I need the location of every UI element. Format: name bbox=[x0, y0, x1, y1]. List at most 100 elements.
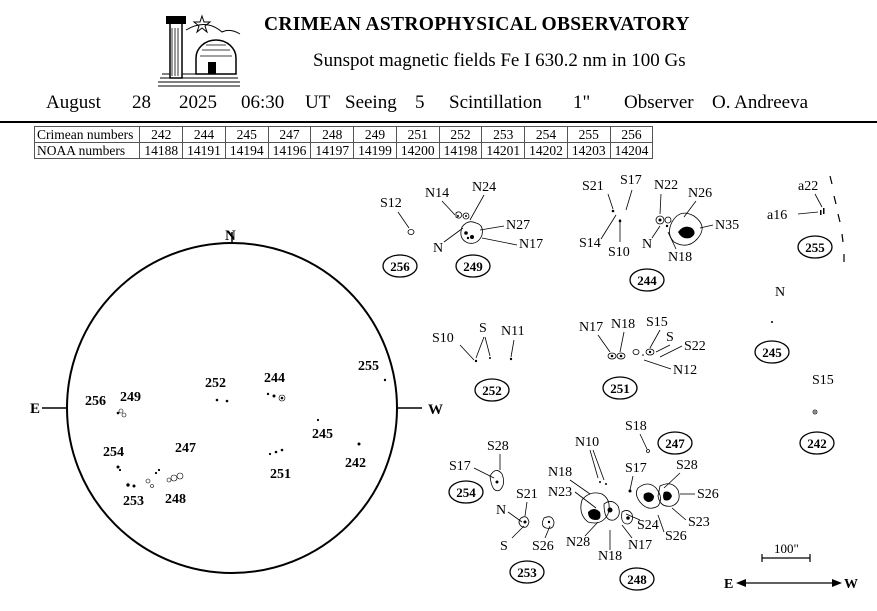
solar-disk: N E W 256 249 252 244 255 245 242 254 24… bbox=[30, 228, 443, 574]
disk-east-label: E bbox=[30, 401, 40, 417]
region-247: S18 247 bbox=[625, 419, 693, 455]
region-242: S15 242 bbox=[799, 373, 835, 455]
region-label: S26 bbox=[532, 539, 554, 554]
noaa-cell: 14204 bbox=[609, 142, 654, 159]
region-244: S21 S17 N22 N26 N35 S14 S10 N N18 244 bbox=[579, 173, 739, 292]
disk-label-245: 245 bbox=[312, 427, 333, 442]
noaa-cell: 14203 bbox=[566, 142, 611, 159]
region-id-256: 256 bbox=[390, 259, 410, 274]
region-248: N10 N18 N23 S17 S28 S26 S24 S23 S26 N28 … bbox=[548, 435, 719, 591]
region-label: N10 bbox=[575, 435, 599, 450]
region-label: S bbox=[666, 330, 674, 345]
region-252: S10 S N11 252 bbox=[432, 321, 525, 402]
header-divider bbox=[0, 121, 877, 123]
region-label: S28 bbox=[676, 458, 698, 473]
disk-label-253: 253 bbox=[123, 494, 144, 509]
disk-label-248: 248 bbox=[165, 492, 186, 507]
noaa-cell: 14198 bbox=[438, 142, 483, 159]
date-day: 28 bbox=[132, 92, 151, 113]
region-label: S17 bbox=[625, 461, 647, 476]
disk-north-label: N bbox=[225, 228, 236, 244]
region-label: N23 bbox=[548, 485, 572, 500]
noaa-row: NOAA numbers 14188 14191 14194 14196 141… bbox=[33, 142, 654, 159]
region-label: a16 bbox=[767, 208, 787, 223]
disk-label-247: 247 bbox=[175, 441, 196, 456]
region-id-242: 242 bbox=[807, 436, 827, 451]
region-label: S18 bbox=[625, 419, 647, 434]
region-label: S28 bbox=[487, 439, 509, 454]
region-251: N17 N18 S15 S S22 N12 251 bbox=[579, 315, 706, 400]
disk-label-242: 242 bbox=[345, 456, 366, 471]
region-id-248: 248 bbox=[627, 572, 647, 587]
disk-label-255: 255 bbox=[358, 359, 379, 374]
region-id-249: 249 bbox=[463, 259, 483, 274]
disk-label-251: 251 bbox=[270, 467, 291, 482]
disk-west-label: W bbox=[428, 402, 443, 418]
scintillation-label: Scintillation bbox=[449, 92, 542, 113]
disk-spot-marks bbox=[116, 378, 387, 488]
region-label: S23 bbox=[688, 515, 710, 530]
region-label: S bbox=[479, 321, 487, 336]
noaa-cell: 14199 bbox=[353, 142, 397, 159]
orientation-east-label: E bbox=[724, 577, 733, 592]
obs-time: 06:30 bbox=[241, 92, 285, 113]
region-id-255: 255 bbox=[805, 240, 825, 255]
region-label: N11 bbox=[501, 324, 525, 339]
scale-bar: 100" bbox=[761, 541, 811, 562]
page-subtitle: Sunspot magnetic fields Fe I 630.2 nm in… bbox=[313, 50, 686, 71]
scintillation-value: 1" bbox=[573, 92, 591, 113]
region-label: a22 bbox=[798, 179, 818, 194]
region-id-254: 254 bbox=[456, 485, 476, 500]
disk-label-256: 256 bbox=[85, 394, 106, 409]
crimean-cell: 245 bbox=[224, 126, 269, 143]
region-id-251: 251 bbox=[610, 381, 630, 396]
scale-label: 100" bbox=[774, 541, 799, 556]
noaa-cell: 14202 bbox=[524, 142, 568, 159]
crimean-cell: 248 bbox=[310, 126, 355, 143]
region-label: S17 bbox=[620, 173, 642, 188]
disk-label-249: 249 bbox=[120, 390, 141, 405]
crimean-label: Crimean numbers bbox=[33, 126, 141, 143]
seeing-label: Seeing bbox=[345, 92, 397, 113]
region-label: N bbox=[642, 237, 652, 252]
noaa-label: NOAA numbers bbox=[33, 142, 141, 159]
region-label: S10 bbox=[608, 245, 630, 260]
disk-label-252: 252 bbox=[205, 376, 226, 391]
region-255: a22 a16 255 bbox=[767, 175, 845, 262]
region-id-245: 245 bbox=[762, 345, 782, 360]
region-label: S15 bbox=[646, 315, 668, 330]
date-year: 2025 bbox=[179, 92, 217, 113]
region-id-247: 247 bbox=[665, 436, 685, 451]
orientation-west-label: W bbox=[844, 577, 858, 592]
region-label: S26 bbox=[697, 487, 719, 502]
region-249: N14 N24 N27 N N17 249 bbox=[425, 180, 543, 278]
region-label: S21 bbox=[582, 179, 604, 194]
noaa-cell: 14194 bbox=[224, 142, 269, 159]
noaa-cell: 14191 bbox=[182, 142, 226, 159]
region-id-244: 244 bbox=[637, 273, 657, 288]
noaa-cell: 14197 bbox=[310, 142, 355, 159]
region-label: S21 bbox=[516, 487, 538, 502]
crimean-cell: 253 bbox=[481, 126, 526, 143]
crimean-cell: 255 bbox=[566, 126, 611, 143]
orientation-arrow: E W bbox=[724, 577, 858, 592]
region-label: N22 bbox=[654, 178, 678, 193]
region-id-253: 253 bbox=[517, 565, 537, 580]
region-label: N24 bbox=[472, 180, 496, 195]
noaa-cell: 14196 bbox=[267, 142, 312, 159]
region-label: N27 bbox=[506, 218, 530, 233]
region-label: N18 bbox=[668, 250, 692, 265]
ut-label: UT bbox=[305, 92, 331, 113]
region-label: N35 bbox=[715, 218, 739, 233]
date-month: August bbox=[46, 92, 101, 113]
region-label: N17 bbox=[519, 237, 543, 252]
noaa-cell: 14200 bbox=[395, 142, 440, 159]
seeing-value: 5 bbox=[415, 92, 425, 113]
region-label: S15 bbox=[812, 373, 834, 388]
region-label: N18 bbox=[598, 549, 622, 564]
crimean-cell: 252 bbox=[438, 126, 483, 143]
region-254: S28 S17 254 bbox=[448, 439, 509, 504]
region-label: N18 bbox=[611, 317, 635, 332]
region-label: S14 bbox=[579, 236, 601, 251]
